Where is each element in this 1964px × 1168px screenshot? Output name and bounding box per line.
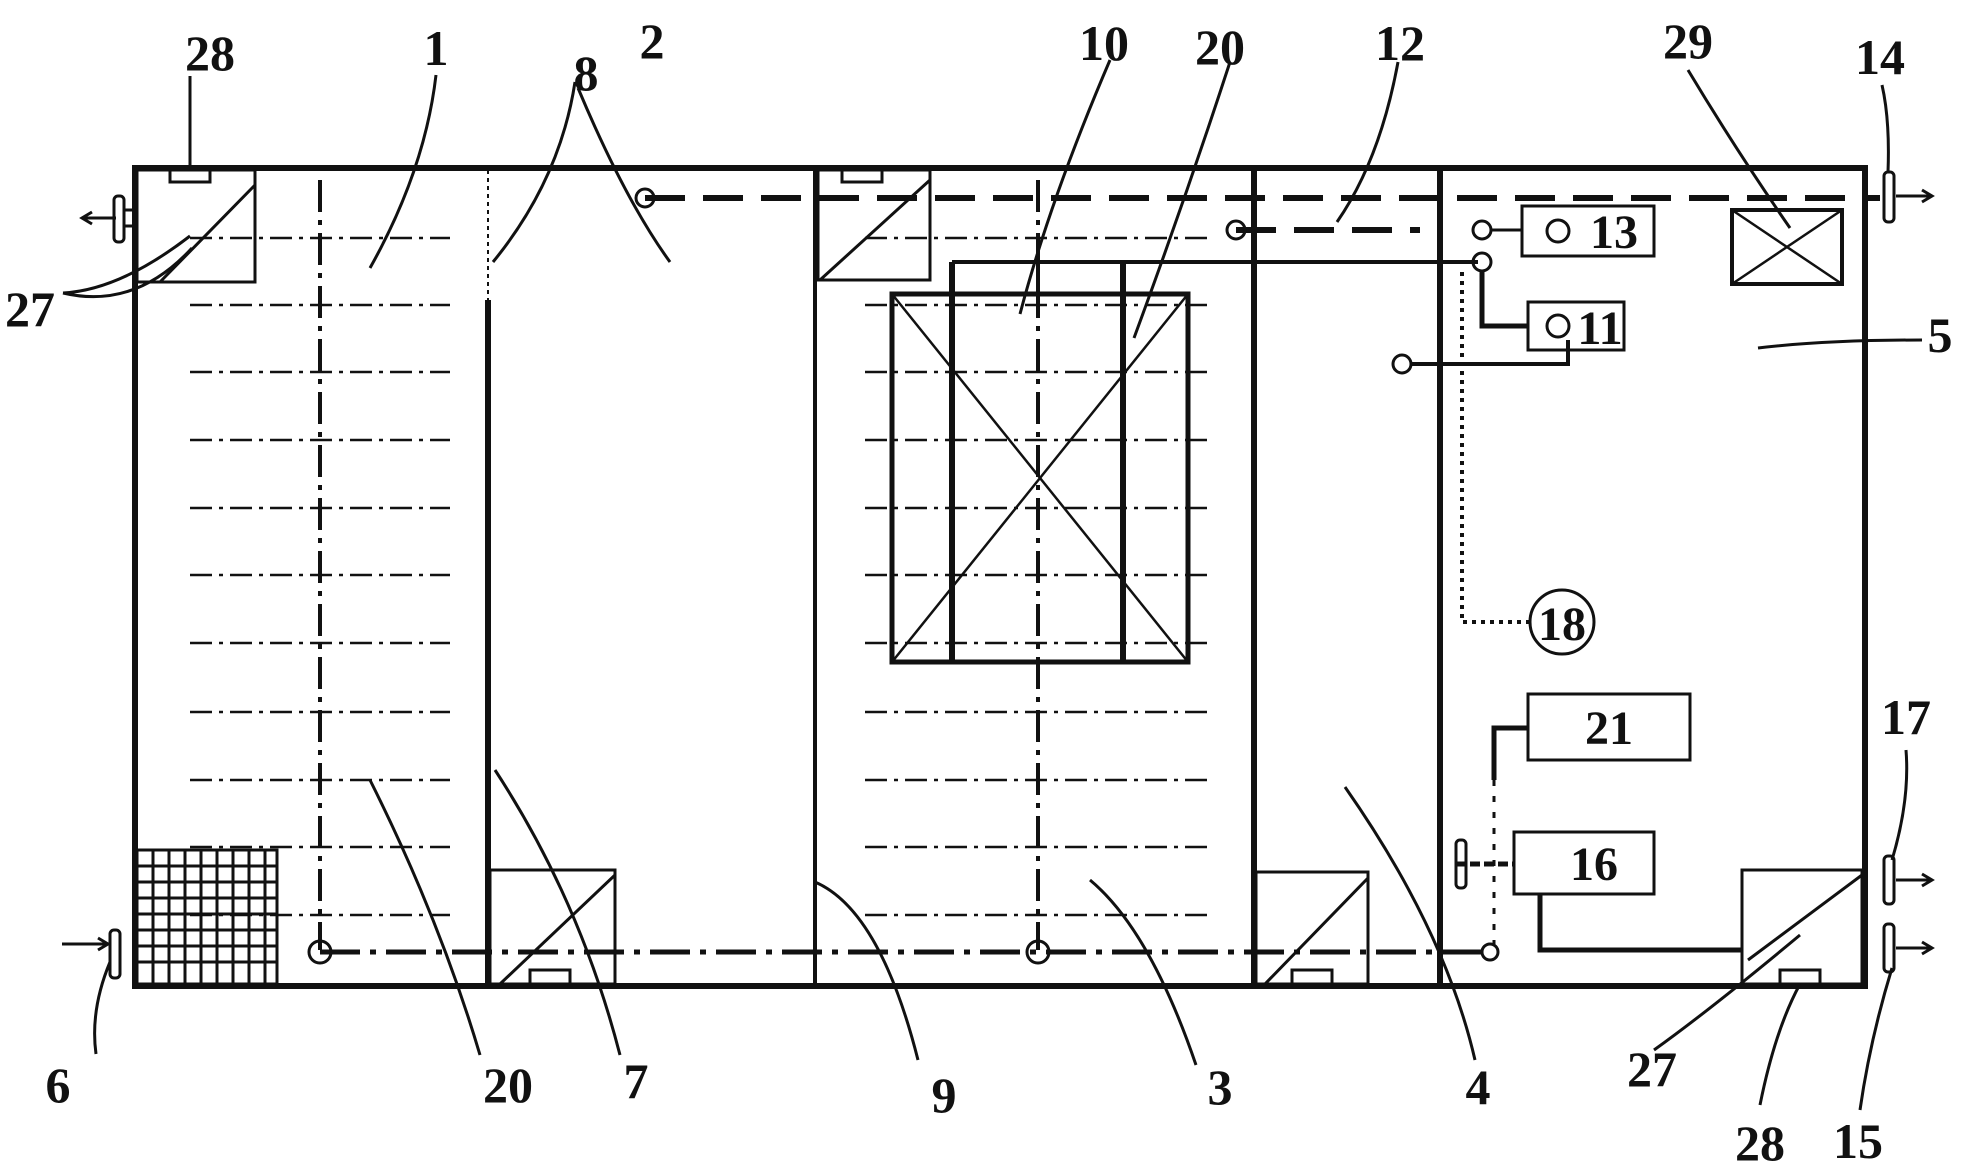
leader-lines [62, 59, 1923, 1111]
pipe-node [1471, 219, 1493, 241]
hopper [1254, 870, 1370, 986]
box-21-label: 21 [1585, 702, 1633, 755]
label-10: 10 [1079, 15, 1129, 71]
box-29 [1730, 208, 1844, 286]
box-13-port [1545, 218, 1571, 244]
label-29: 29 [1663, 13, 1713, 69]
hopper [816, 168, 932, 282]
label-3: 3 [1208, 1059, 1233, 1115]
label-9: 9 [932, 1067, 957, 1123]
label-12: 12 [1375, 15, 1425, 71]
label-1: 1 [424, 20, 449, 76]
label-2: 2 [640, 13, 665, 69]
box-11-label: 11 [1577, 302, 1622, 355]
pipe-end-circle [634, 187, 656, 209]
valve-14 [1882, 170, 1935, 224]
valve-17 [1882, 854, 1935, 906]
tank-outline [132, 165, 1868, 989]
label-20-bottom: 20 [483, 1057, 533, 1113]
label-28-top: 28 [185, 25, 235, 81]
label-8: 8 [574, 45, 599, 101]
pipe-node [1471, 251, 1493, 273]
label-28-bottom: 28 [1735, 1115, 1785, 1168]
membrane-module [889, 262, 1191, 665]
label-17: 17 [1881, 689, 1931, 745]
valve-15 [1882, 922, 1935, 974]
pipe-end-circle [1225, 219, 1247, 241]
label-20-top: 20 [1195, 19, 1245, 75]
hopper [488, 868, 617, 986]
air-pipe-node [307, 939, 333, 965]
screen-grid [135, 848, 279, 986]
label-6: 6 [46, 1057, 71, 1113]
box-18-label: 18 [1538, 598, 1586, 651]
label-4: 4 [1466, 1059, 1491, 1115]
pipe-16-to-hopper [1537, 894, 1742, 953]
label-27-left: 27 [5, 281, 55, 337]
label-7: 7 [624, 1053, 649, 1109]
valve-27-outlet [79, 194, 138, 244]
air-pipe-node [1480, 942, 1500, 962]
pipe-node [1391, 353, 1413, 375]
air-pipe-node [1025, 939, 1051, 965]
box-13-label: 13 [1590, 206, 1638, 259]
label-27-bottom: 27 [1627, 1041, 1677, 1097]
valve-16-side [1454, 838, 1468, 890]
label-15: 15 [1833, 1113, 1883, 1168]
label-14: 14 [1855, 29, 1905, 85]
box-11-port [1545, 313, 1571, 339]
valve-6 [62, 928, 122, 980]
label-5: 5 [1928, 307, 1953, 363]
box-16-label: 16 [1570, 838, 1618, 891]
pipe-21 [1491, 725, 1528, 780]
hopper [135, 168, 257, 284]
